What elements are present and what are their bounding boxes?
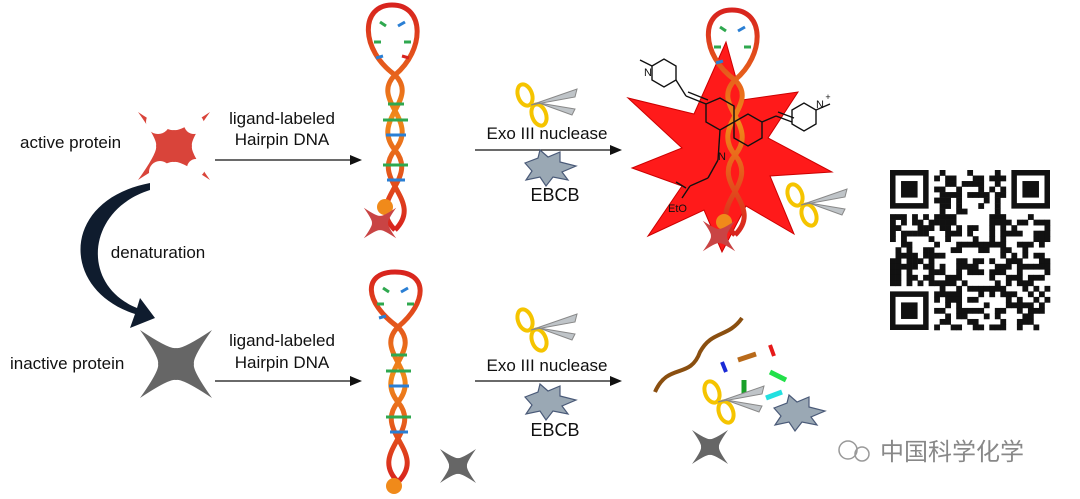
scissors-icon-bottom [512,305,579,355]
watermark-text: 中国科学化学 [880,438,1024,466]
ebcb-molecule-structure [639,58,831,199]
watermark-logo [838,440,870,462]
denaturation-label: denaturation [111,243,206,262]
ebcb-star-icon-top [523,148,578,188]
inactive-protein-small-icon [440,449,476,483]
scissors-icon-right [782,180,849,230]
inactive-protein-icon [140,330,212,398]
ebcb-label-bottom: EBCB [530,420,579,440]
exo-label-top: Exo III nuclease [487,124,608,143]
molecule-eto: EtO [668,203,687,215]
digested-dna-fragments [653,316,788,401]
hairpin-dna-bottom [368,269,423,494]
active-protein-label: active protein [20,133,121,152]
arrow-top-1 [215,155,362,165]
hairpin-label-top-2: Hairpin DNA [235,130,330,149]
molecule-n-left: N [644,67,652,79]
qr-code-image [890,170,1051,331]
hairpin-label-bottom-2: Hairpin DNA [235,353,330,372]
exo-label-bottom: Exo III nuclease [487,356,608,375]
active-protein-icon [138,110,210,183]
arrow-bottom-1 [215,376,362,386]
scissors-icon-top [512,80,579,130]
molecule-n-center: N [718,151,726,163]
arrow-top-2 [475,145,622,155]
hairpin-dna-top [363,2,420,239]
denaturation-curved-arrow [80,183,155,328]
hairpin-dna-right [702,7,760,252]
molecule-n-right: N [816,99,824,111]
molecule-plus: + [825,92,830,102]
hairpin-label-top-1: ligand-labeled [229,109,335,128]
ebcb-star-icon-bottom [523,382,578,422]
hairpin-label-bottom-1: ligand-labeled [229,331,335,350]
ebcb-label-top: EBCB [530,185,579,205]
scissors-icon-fragments [699,377,766,427]
arrow-bottom-2 [475,376,622,386]
inactive-protein-fragment-icon [692,430,728,464]
ebcb-star-icon-free [772,393,827,433]
inactive-protein-label: inactive protein [10,354,124,373]
